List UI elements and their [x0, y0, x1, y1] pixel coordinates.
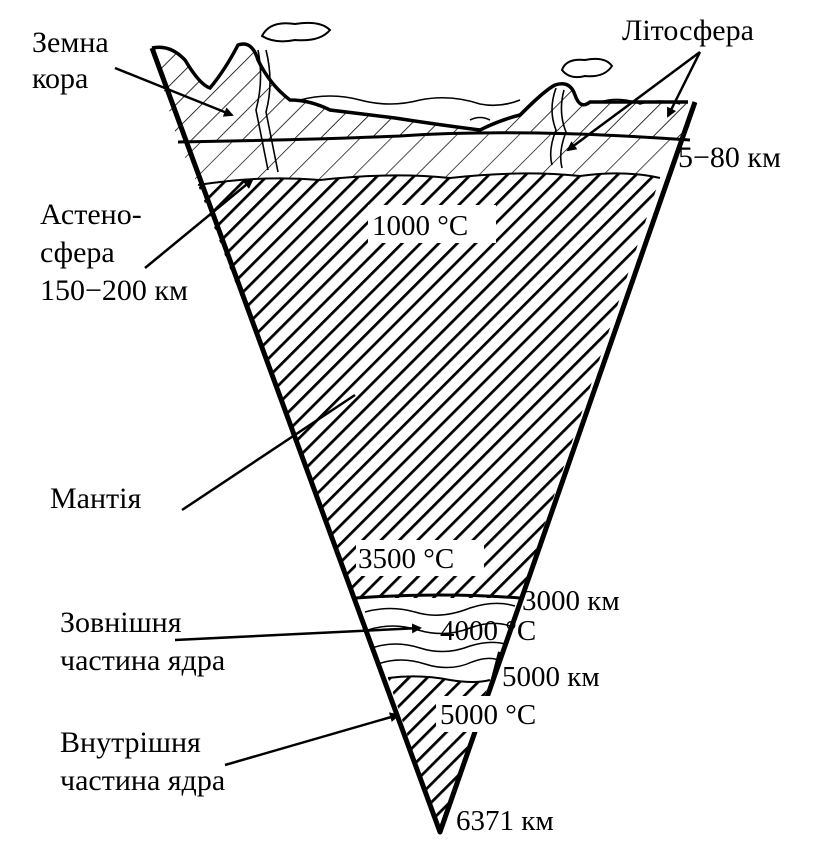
temp-inner-core-bg	[436, 696, 564, 732]
outer-core-label-line2: частина ядра	[60, 644, 225, 677]
mountain-outline	[151, 42, 688, 132]
depth-outer-core-boundary: 5000 км	[502, 661, 600, 693]
depth-center: 6371 км	[456, 805, 554, 837]
temp-inner-core: 5000 °C	[440, 699, 536, 731]
mantle-region	[198, 173, 660, 598]
crust-boundary	[177, 131, 691, 144]
earth-crust-label-line2: кора	[32, 62, 88, 95]
depth-mantle-boundary: 3000 км	[522, 585, 620, 617]
earth-crust-label-line1: Земна	[32, 26, 109, 59]
earth-crust-region	[152, 44, 690, 142]
pointer-lines	[114, 50, 702, 767]
lithosphere-label: Літосфера	[622, 14, 754, 47]
mantle-label: Мантія	[50, 482, 141, 515]
lithosphere-depth-label: 5−80 км	[678, 141, 781, 174]
temp-mantle-bottom: 3500 °C	[358, 543, 454, 575]
inner-core-label-line1: Внутрішня	[60, 726, 201, 759]
temp-mantle-bottom-bg	[356, 540, 484, 576]
mountain-details	[255, 49, 681, 173]
temp-outer-core: 4000 °C	[440, 615, 536, 647]
temp-asthenosphere-bg	[368, 205, 496, 243]
cone-outline	[149, 47, 698, 835]
asthenosphere-label-line1: Астено-	[40, 198, 142, 231]
inner-core-label-line2: частина ядра	[60, 764, 225, 797]
cloud-icons	[260, 21, 614, 79]
outer-inner-core-boundary	[387, 675, 491, 683]
outer-core-label-line1: Зовнішня	[60, 606, 182, 639]
outer-core-waves	[364, 602, 516, 669]
asthenosphere-depth-label: 150−200 км	[40, 274, 188, 307]
temp-asthenosphere: 1000 °C	[372, 210, 468, 242]
mantle-core-boundary	[355, 593, 521, 600]
asthenosphere-label-line2: сфера	[40, 236, 115, 269]
lithosphere-asthenosphere-boundary	[197, 172, 661, 186]
